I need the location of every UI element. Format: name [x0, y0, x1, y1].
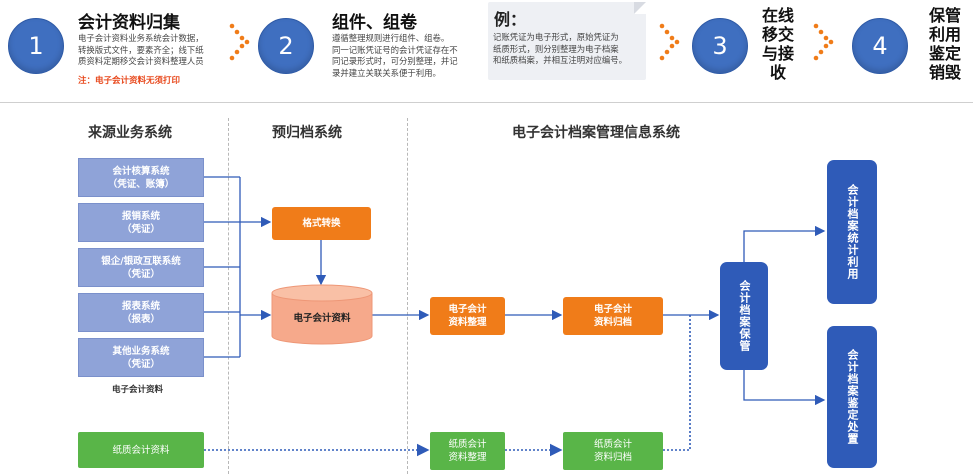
- step-3-circle: 3: [692, 18, 748, 74]
- p-organize-box: 纸质会计资料整理: [430, 432, 505, 470]
- step-4-title: 保管 利用 鉴定 销毁: [928, 6, 961, 82]
- chevron-dots-icon: [229, 23, 250, 61]
- database-cylinder: [271, 284, 373, 345]
- example-box: 例： 记账凭证为电子形式，原始凭证为 纸质形式，则分别整理为电子档案 和纸质档案…: [488, 2, 646, 80]
- step-2-desc: 遵循整理规则进行组件、组卷。 同一记账凭证号的会计凭证存在不 同记录形式时，可分…: [332, 33, 458, 78]
- chevron-dots-icon: [813, 23, 834, 61]
- format-conversion-box: 格式转换: [272, 207, 371, 240]
- step-4-number: 4: [872, 32, 888, 60]
- step-3-number: 3: [712, 32, 728, 60]
- section-eams-title: 电子会计档案管理信息系统: [512, 125, 680, 141]
- divider: [0, 102, 973, 103]
- section-source-title: 来源业务系统: [88, 125, 172, 141]
- step-3-title: 在线 移交 与接 收: [761, 6, 794, 82]
- source-reimbursement-system: 报销系统（凭证）: [78, 203, 204, 242]
- step-2-circle: 2: [258, 18, 314, 74]
- p-archive-box: 纸质会计资料归档: [563, 432, 663, 470]
- step-1-desc: 电子会计资料业务系统会计数据， 转换版式文件，要素齐全；线下纸 质资料定期移交会…: [78, 33, 204, 66]
- stats-use-box: 会计档案统计利用: [827, 160, 877, 304]
- example-desc: 记账凭证为电子形式，原始凭证为 纸质形式，则分别整理为电子档案 和纸质档案，并相…: [493, 32, 627, 65]
- section-prearchive-title: 预归档系统: [272, 125, 342, 141]
- step-1-circle: 1: [8, 18, 64, 74]
- example-title: 例：: [494, 10, 527, 29]
- chevron-dots-icon: [659, 23, 680, 61]
- source-accounting-system: 会计核算系统（凭证、账簿）: [78, 158, 204, 197]
- step-1-number: 1: [28, 32, 44, 60]
- step-4-circle: 4: [852, 18, 908, 74]
- e-archive-box: 电子会计资料归档: [563, 297, 663, 335]
- appraise-box: 会计档案鉴定处置: [827, 326, 877, 468]
- section-divider: [407, 118, 408, 474]
- step-2-title: 组件、组卷: [332, 13, 417, 33]
- source-other-system: 其他业务系统（凭证）: [78, 338, 204, 377]
- section-divider: [228, 118, 229, 474]
- step-1-title: 会计资料归集: [78, 13, 180, 33]
- cylinder-label: 电子会计资料: [293, 313, 351, 324]
- step-1-note: 注：电子会计资料无须打印: [78, 76, 181, 86]
- e-organize-box: 电子会计资料整理: [430, 297, 505, 335]
- paper-source-box: 纸质会计资料: [78, 432, 204, 468]
- custody-box: 会计档案保管: [720, 262, 768, 370]
- source-report-system: 报表系统（报表）: [78, 293, 204, 332]
- step-2-number: 2: [278, 32, 294, 60]
- source-bank-gov-system: 银企/银政互联系统（凭证）: [78, 248, 204, 287]
- source-caption: 电子会计资料: [112, 385, 164, 395]
